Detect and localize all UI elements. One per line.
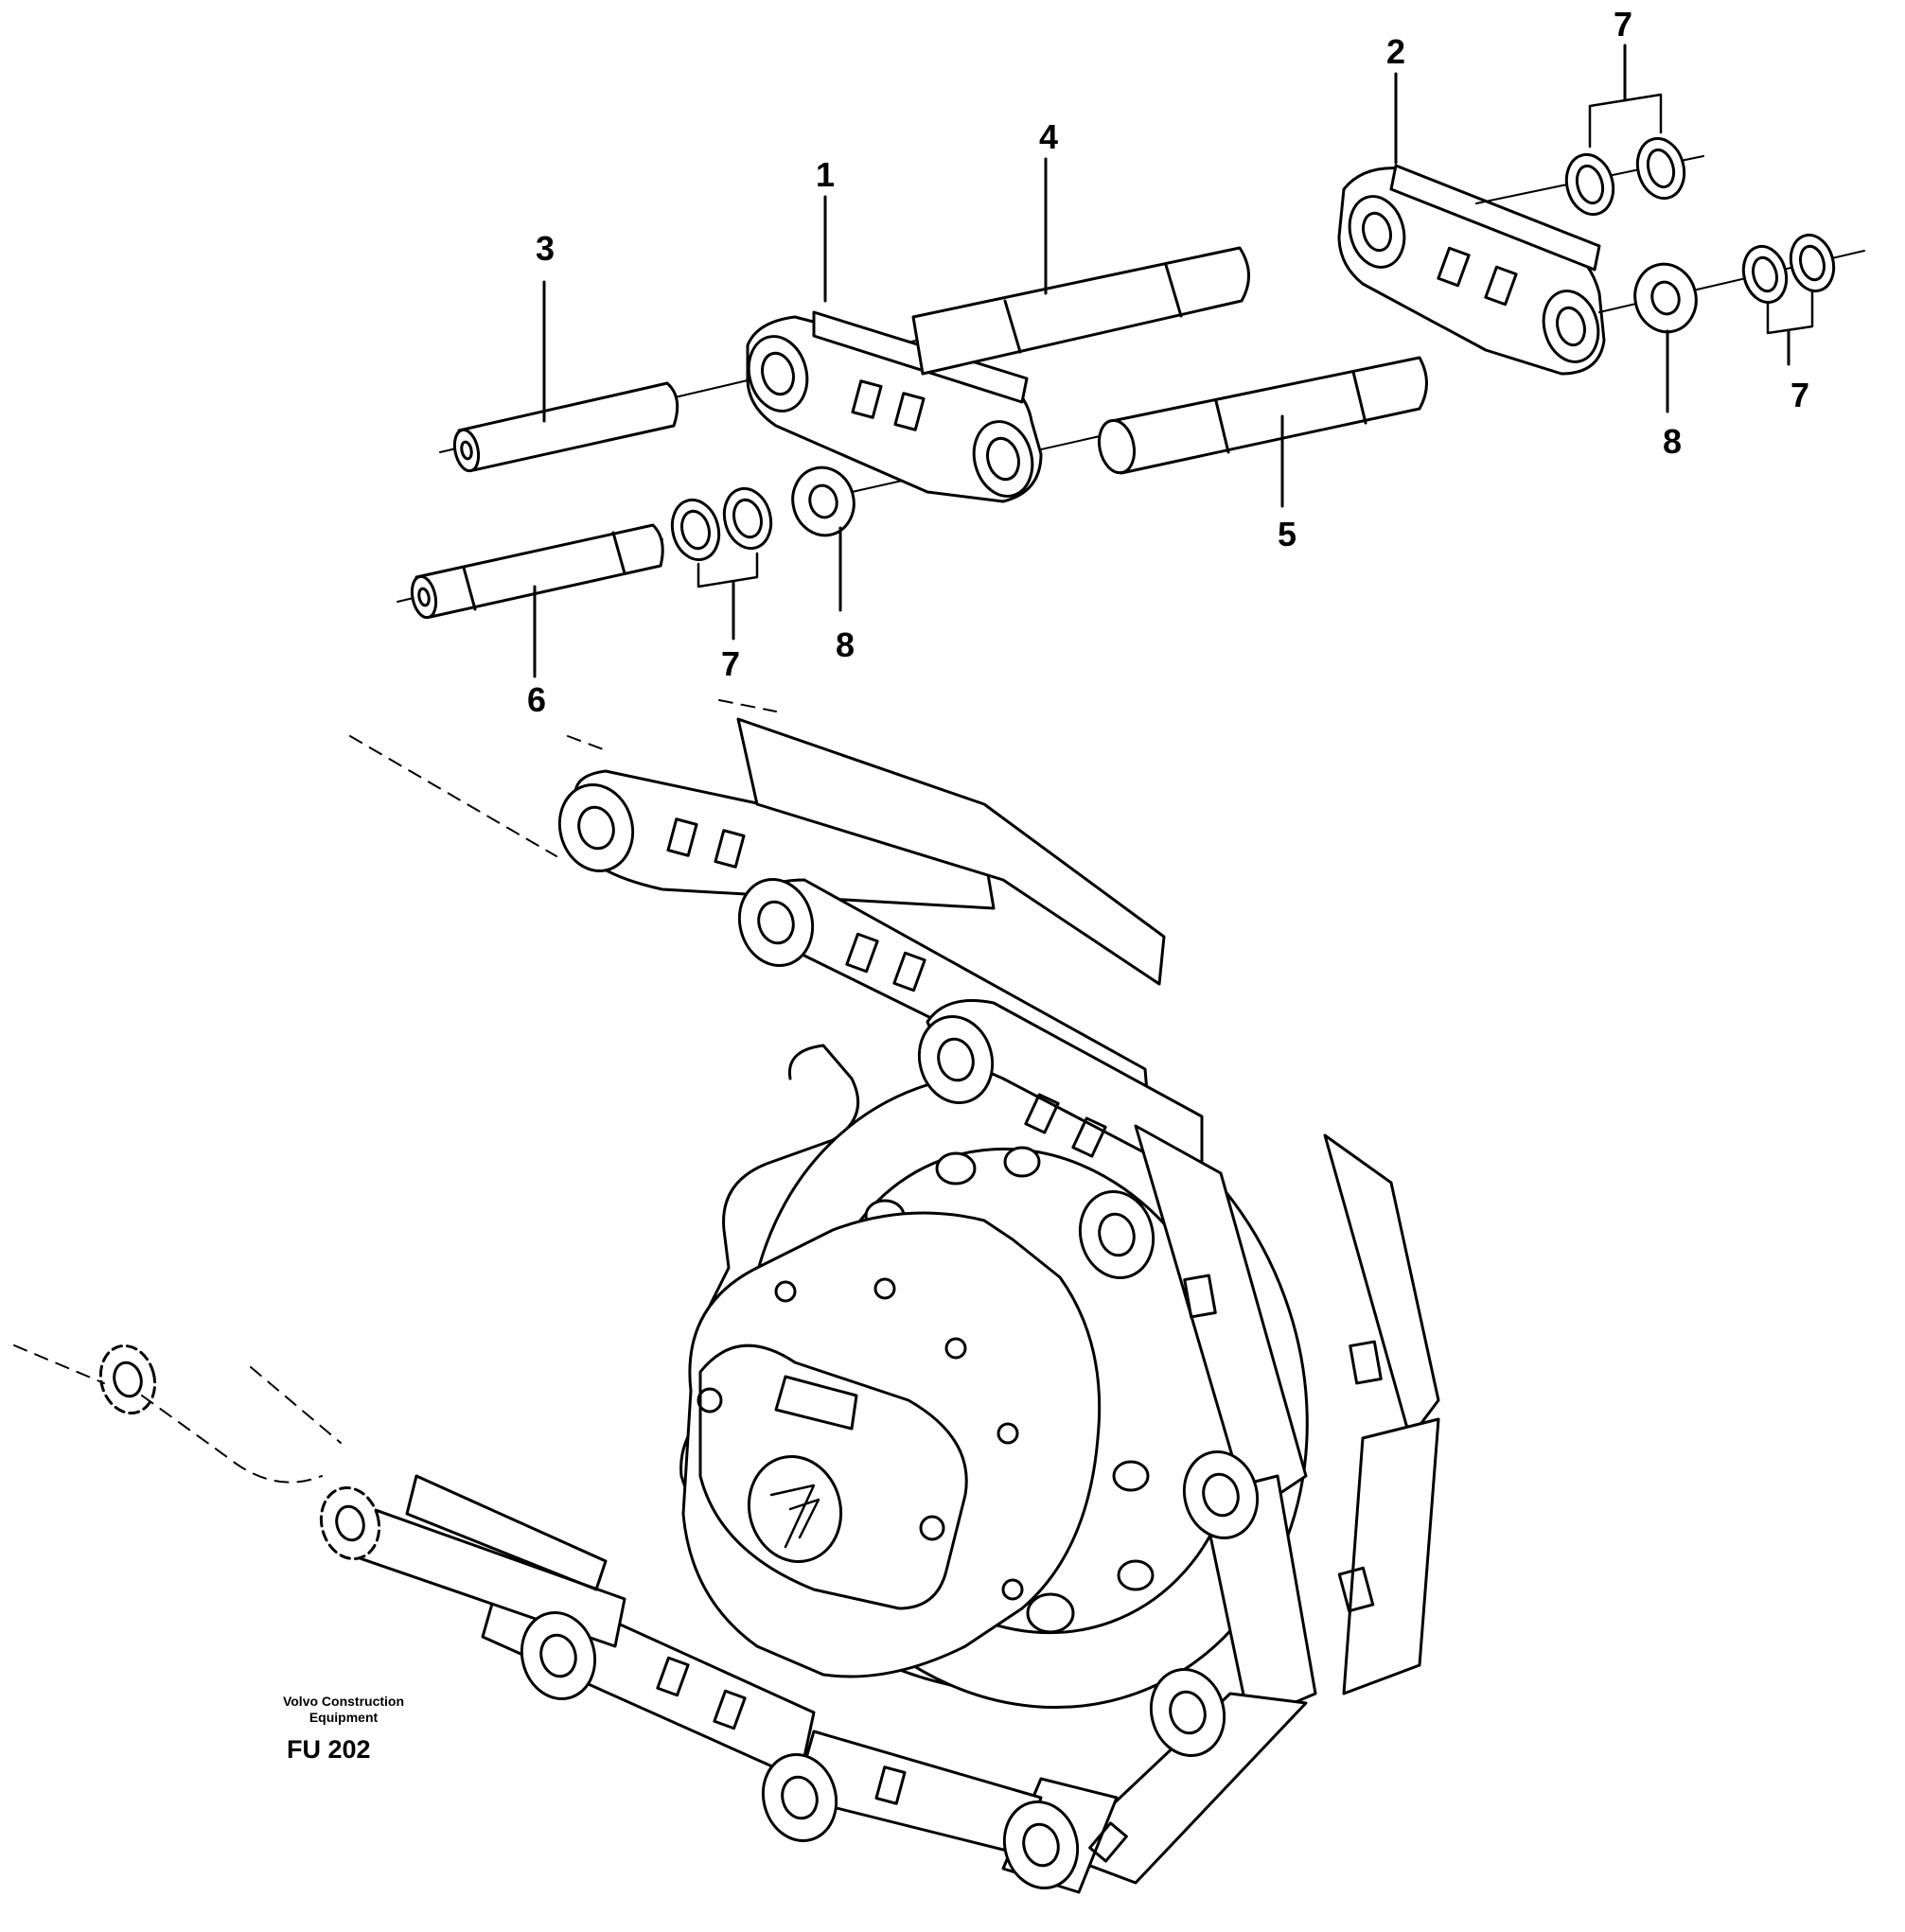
track-chain bbox=[98, 717, 1440, 1894]
callout-2: 2 bbox=[1385, 32, 1406, 71]
track-link-2 bbox=[1337, 155, 1865, 376]
track-pin-3 bbox=[439, 379, 749, 473]
bushing-4 bbox=[911, 246, 1250, 376]
seal-pair-7-top bbox=[1564, 93, 1686, 217]
bushing-5 bbox=[1097, 356, 1428, 475]
spacer-ring-8-right bbox=[1633, 262, 1698, 334]
callout-7-top: 7 bbox=[1613, 5, 1633, 44]
callout-6: 6 bbox=[526, 680, 547, 719]
seal-pair-7-left bbox=[670, 486, 773, 588]
dashed-lines bbox=[13, 699, 777, 1484]
callout-8-left: 8 bbox=[835, 625, 855, 664]
callout-7-left: 7 bbox=[720, 644, 741, 683]
callout-8-right: 8 bbox=[1662, 422, 1683, 461]
spacer-ring-8-left bbox=[791, 465, 855, 537]
brand-line-2: Equipment bbox=[309, 1710, 379, 1725]
master-pin-6 bbox=[397, 523, 664, 620]
seal-pair-7-right bbox=[1741, 233, 1836, 335]
callout-5: 5 bbox=[1277, 515, 1297, 553]
leader-lines bbox=[533, 44, 1790, 678]
brand-line-1: Volvo Construction bbox=[282, 1694, 405, 1709]
callout-4: 4 bbox=[1038, 117, 1059, 156]
callout-1: 1 bbox=[815, 155, 836, 194]
brand-label: Volvo Construction Equipment bbox=[268, 1694, 419, 1726]
figure-code: FU 202 bbox=[287, 1735, 371, 1764]
callout-3: 3 bbox=[535, 229, 556, 268]
callout-7-right: 7 bbox=[1790, 376, 1810, 414]
